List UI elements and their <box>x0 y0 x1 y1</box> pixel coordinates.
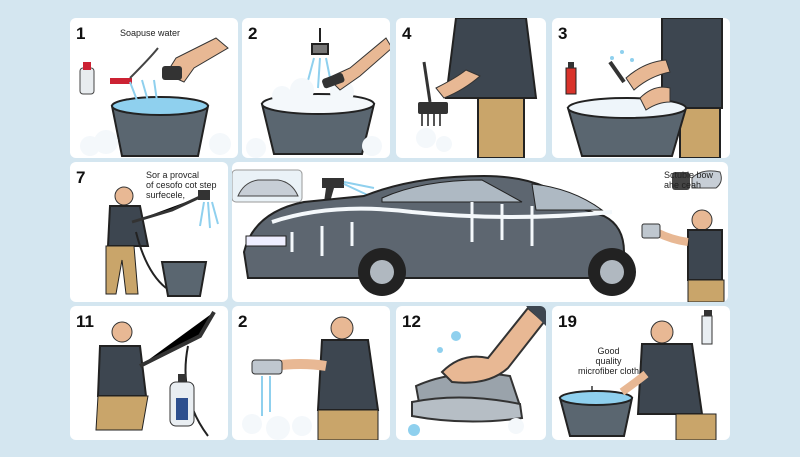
washing-illustration <box>246 28 390 158</box>
step-caption: Soapuse water <box>120 28 181 38</box>
step-caption: Sor a provcal of cesofo cot step surfece… <box>146 170 217 200</box>
step-caption: Sctuble bow ahe ceah <box>664 170 714 190</box>
washing-illustration <box>95 310 216 437</box>
washing-illustration <box>242 316 380 440</box>
washing-illustration <box>79 37 231 157</box>
step-panel-6: Sctuble bow ahe ceah <box>232 162 728 302</box>
step-panel-1: 1 Soapuse water <box>70 18 238 158</box>
step-number: 19 <box>558 312 577 331</box>
step-number: 2 <box>248 24 258 43</box>
step-caption: Good quality microfiber cloth <box>578 346 640 376</box>
step-number: 3 <box>558 24 568 43</box>
washing-illustration <box>558 310 717 440</box>
step-panel-3: 4 <box>396 18 546 158</box>
step-panel-7: 11 <box>70 306 228 440</box>
step-panel-9: 12 <box>396 306 546 440</box>
step-number: 12 <box>402 312 421 331</box>
step-number: 1 <box>76 24 86 43</box>
step-panel-4: 3 <box>552 18 730 158</box>
washing-illustration <box>416 18 538 158</box>
step-panel-2: 2 <box>242 18 390 158</box>
washing-illustration <box>408 306 546 436</box>
step-panel-10: 19 Good quality microfiber cloth <box>552 306 730 440</box>
car-washing-illustration <box>232 169 725 302</box>
step-number: 2 <box>238 312 248 331</box>
step-panel-8: 2 <box>232 306 390 440</box>
step-number: 4 <box>402 24 412 43</box>
washing-illustration <box>105 186 219 297</box>
washing-illustration <box>565 18 723 158</box>
step-number: 11 <box>76 312 94 331</box>
step-number: 7 <box>76 168 86 187</box>
step-panel-5: 7 Sor a provcal of cesofo cot step surfe… <box>70 162 228 302</box>
